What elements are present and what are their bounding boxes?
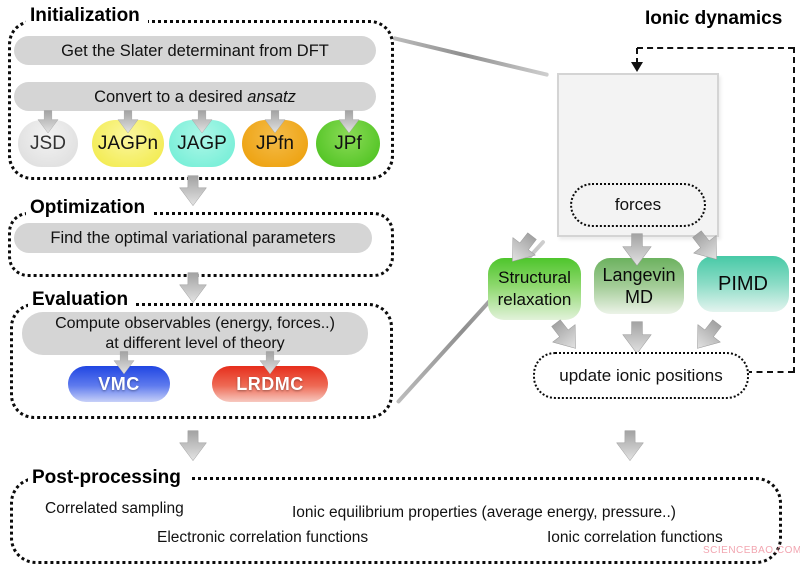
- method-arrow-icon: [112, 348, 136, 378]
- flow-arrow-down-icon: [168, 175, 218, 207]
- flow-arrow-down-icon: [168, 430, 218, 462]
- ansatz-arrow-icon: [36, 107, 60, 137]
- evaluation-section: [10, 303, 393, 419]
- step-convert-label: Convert to a desired ansatz: [94, 87, 296, 106]
- structural-relaxation-box: Structural relaxation: [488, 258, 581, 320]
- magnifier-line-top: [392, 36, 550, 77]
- optimization-section: [8, 212, 394, 277]
- forces-label: forces: [614, 195, 662, 214]
- evaluation-title: Evaluation: [28, 290, 137, 310]
- pp-ionic-equilibrium-properties: Ionic equilibrium properties (average en…: [292, 504, 676, 521]
- step-get-slater-label: Get the Slater determinant from DFT: [61, 41, 329, 60]
- step-find-optimal-label: Find the optimal variational parameters: [50, 229, 336, 247]
- feedback-dash-top: [637, 47, 794, 49]
- step-compute-line2: at different level of theory: [105, 334, 285, 352]
- post-processing-title: Post-processing: [28, 468, 189, 488]
- initialization-title: Initialization: [26, 6, 148, 26]
- langevin-md-box: Langevin MD: [594, 258, 684, 314]
- pimd-box: PIMD: [697, 256, 789, 312]
- feedback-arrowhead-icon: [631, 62, 643, 72]
- pp-correlated-sampling: Correlated sampling: [45, 500, 184, 517]
- step-compute-observables: Compute observables (energy, forces..) a…: [22, 312, 368, 355]
- ansatz-arrow-icon: [116, 107, 140, 137]
- update-ionic-positions-label: update ionic positions: [559, 365, 723, 385]
- ansatz-arrow-icon: [337, 107, 361, 137]
- post-processing-section: [10, 477, 782, 564]
- ansatz-arrow-icon: [263, 107, 287, 137]
- flow-arrow-down-icon: [168, 272, 218, 304]
- feedback-dash-bottom: [746, 371, 794, 373]
- forces-oval: forces: [570, 183, 706, 227]
- feedback-dash-stub: [636, 48, 638, 64]
- feedback-dash-right: [793, 47, 795, 373]
- pp-electronic-correlation-functions: Electronic correlation functions: [157, 529, 369, 546]
- step-convert-ansatz: Convert to a desired ansatz: [14, 82, 376, 111]
- update-ionic-positions-oval: update ionic positions: [533, 352, 749, 399]
- method-arrow-icon: [258, 348, 282, 378]
- ansatz-arrow-icon: [190, 107, 214, 137]
- step-find-optimal-parameters: Find the optimal variational parameters: [14, 223, 372, 253]
- dynamics-arrow-icon: [620, 232, 654, 268]
- flow-arrow-down-icon: [605, 430, 655, 462]
- step-get-slater-determinant: Get the Slater determinant from DFT: [14, 36, 376, 65]
- vmc-pill: VMC: [68, 366, 170, 402]
- optimization-title: Optimization: [26, 198, 154, 218]
- ionic-dynamics-title: Ionic dynamics: [645, 8, 783, 29]
- initialization-section: [8, 20, 394, 180]
- step-compute-line1: Compute observables (energy, forces..): [55, 314, 335, 332]
- pp-ionic-correlation-functions: Ionic correlation functions: [547, 529, 723, 546]
- watermark: SCIENCEBAO.COM: [703, 545, 800, 556]
- dynamics-arrow-icon: [620, 320, 654, 356]
